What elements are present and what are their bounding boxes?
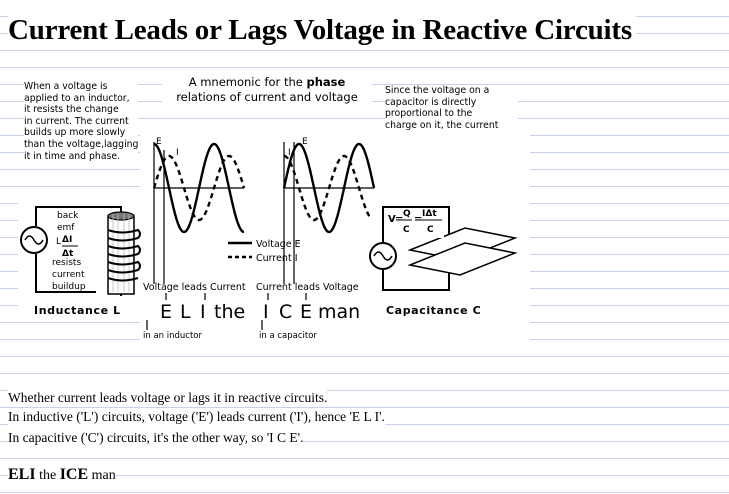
left-current-wave [152,154,246,222]
left-label-e: E [156,137,162,147]
in-an-inductor-label: in an inductor [143,331,202,341]
capacitor-source [369,242,397,270]
right-current-wave [283,154,375,222]
current-leads-voltage-label: Current leads Voltage [256,282,359,293]
wave-legend: Voltage E Current I [228,239,301,264]
cap-formula-num: IΔt [422,209,437,219]
left-label-i: I [176,148,179,158]
legend-current-label: Current I [256,253,298,264]
sine-symbol-icon [24,235,44,245]
footer-eli: ELI [8,466,36,483]
mnemonic-letter-l: L [180,301,191,323]
back-emf-line2: emf [57,223,75,233]
footer-the: the [35,468,60,483]
coil-winding-icon [107,228,141,282]
capacitor-wire-bottom [382,265,450,291]
cap-formula-eq2: = [414,214,422,225]
inductor-wire-bottom [35,254,96,293]
inductor-core-icon [107,211,141,295]
right-voltage-wave [282,142,376,234]
inductor-formula-den: Δt [62,249,74,259]
in-a-capacitor-label: in a capacitor [259,331,317,341]
inductor-formula-l: L [56,237,61,247]
mnemonic-letter-c: C [279,301,292,323]
mnemonic-letter-i2: I [263,301,269,323]
footer-mnemonic: ELI the ICE man [8,466,116,484]
cap-formula-c: C [403,225,410,235]
capacitor-circuit [382,206,450,291]
mnemonic-word-the: the [214,301,245,323]
cap-formula-den: C [427,225,434,235]
inductor-explanation: When a voltage is applied to an inductor… [24,81,139,163]
inductor-formula-num: ΔI [62,235,72,245]
inductance-label: Inductance L [34,304,121,317]
explanation-line-3: In capacitive ('C') circuits, it's the o… [8,429,304,446]
cap-formula-eq: = [395,214,403,225]
capacitor-wire-top [382,206,450,242]
legend-voltage-label: Voltage E [256,239,301,250]
mnemonic-word-man: man [318,301,360,323]
page-title: Current Leads or Lags Voltage in Reactiv… [8,12,636,48]
mnemonic-letter-i: I [200,301,206,323]
explanation-line-1: Whether current leads voltage or lags it… [8,389,328,406]
mnemonic-heading-line2: relations of current and voltage [176,90,358,104]
inductor-source [20,226,48,254]
sine-symbol-icon-2 [373,251,393,261]
resists-line2: current [52,270,85,280]
phase-diagram: back emf L ΔI Δt resists current buildup… [20,137,518,341]
footer-ice: ICE [59,466,89,483]
left-wave-plot: E I [152,137,246,284]
inductor-wire-top [35,206,122,226]
right-label-i: I [288,148,291,158]
mnemonic-heading-bold: phase [306,75,346,89]
cap-formula-q: Q [403,209,411,219]
eli-ice-mnemonic: Voltage leads Current Current leads Volt… [143,282,360,341]
capacitor-plates-icon [407,227,518,276]
mnemonic-heading-prefix: A mnemonic for the [188,75,307,89]
left-voltage-wave [153,142,245,234]
resists-line1: resists [52,258,81,268]
resists-line3: buildup [52,282,86,292]
mnemonic-letter-e: E [160,301,172,323]
cap-formula-v: V [388,214,396,225]
right-wave-plot: I E [282,137,376,284]
right-label-e: E [302,137,308,147]
voltage-leads-current-label: Voltage leads Current [143,282,246,293]
capacitance-label: Capacitance C [386,304,481,317]
explanation-line-2: In inductive ('L') circuits, voltage ('E… [8,408,385,425]
back-emf-line1: back [57,211,79,221]
capacitor-formula-backdrop [386,208,444,238]
mnemonic-letter-e2: E [300,301,312,323]
mnemonic-heading: A mnemonic for the phase relations of cu… [162,75,372,105]
footer-man: man [88,468,116,483]
